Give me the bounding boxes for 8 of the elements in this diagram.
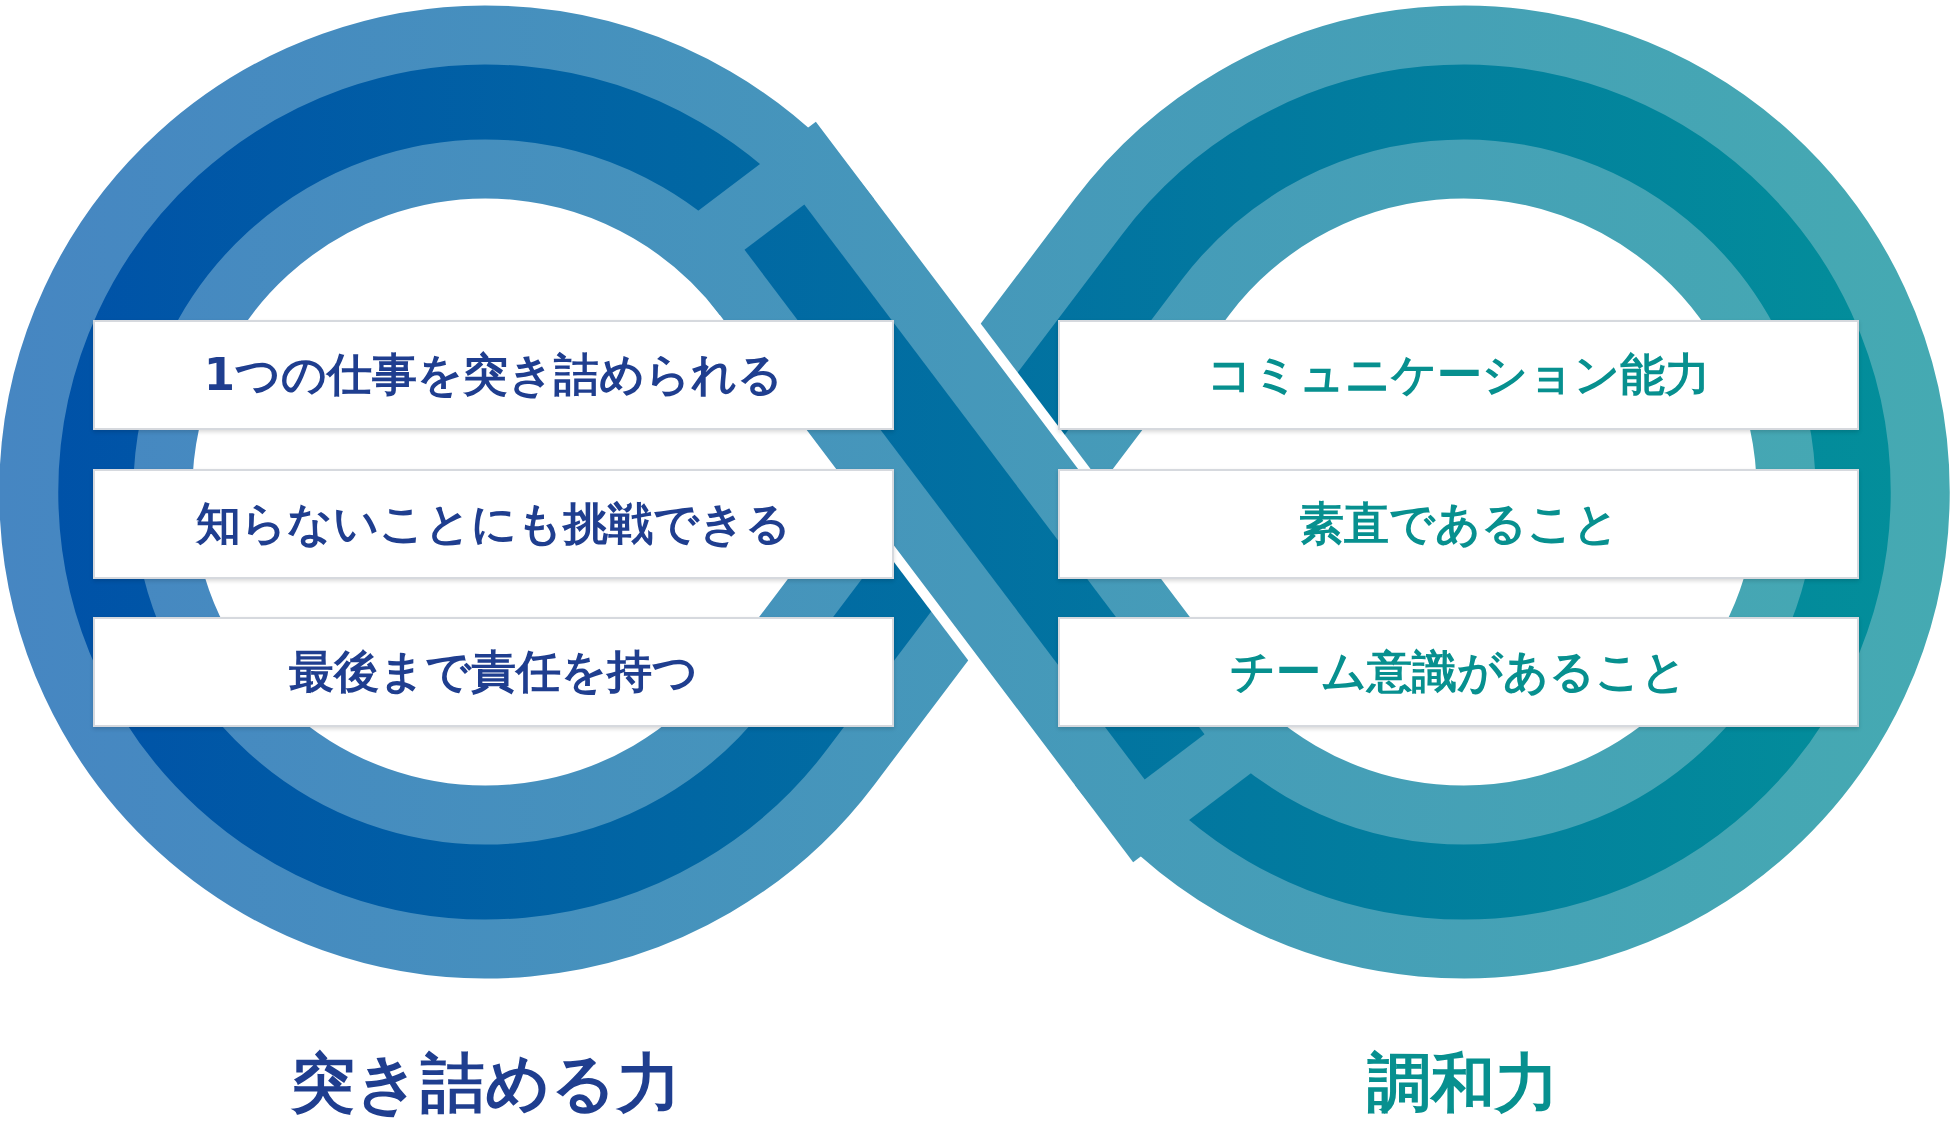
heading: 突き詰める力: [290, 1045, 682, 1122]
text-box: 最後まで責任を持つ: [93, 617, 894, 727]
text-box: コミュニケーション能力: [1058, 320, 1859, 430]
text-box: チーム意識があること: [1058, 617, 1859, 727]
heading: 調和力: [1366, 1045, 1560, 1122]
text-box: 素直であること: [1058, 469, 1859, 579]
text-box: 知らないことにも挑戦できる: [93, 469, 894, 579]
text-box: 1つの仕事を突き詰められる: [93, 320, 894, 430]
